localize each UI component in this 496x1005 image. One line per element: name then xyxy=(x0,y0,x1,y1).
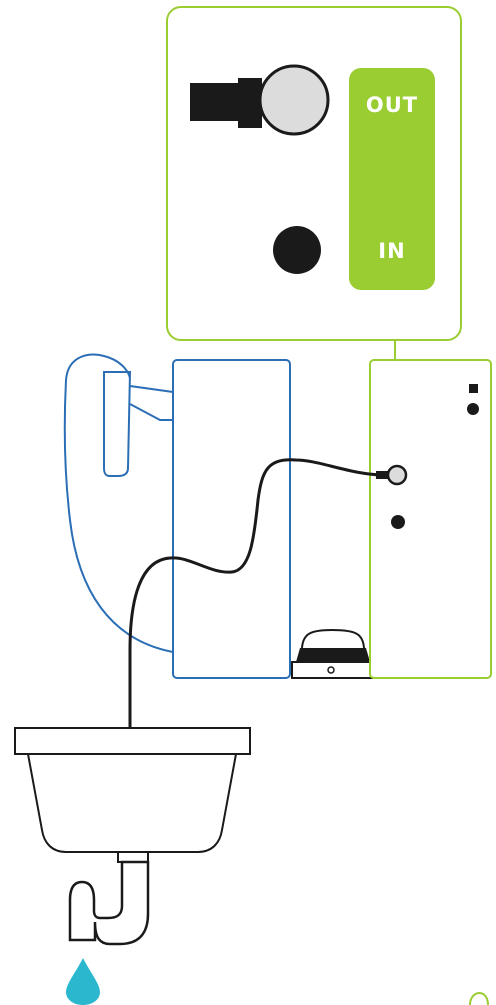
hose-connector-icon xyxy=(190,64,330,136)
corner-mark-icon xyxy=(469,992,489,1005)
sink-icon xyxy=(14,727,251,946)
zoom-callout: OUT IN xyxy=(166,6,462,341)
faucet-icon xyxy=(63,353,174,653)
drain-hose xyxy=(128,458,387,728)
out-label: OUT xyxy=(366,93,418,117)
control-panel xyxy=(369,359,492,679)
port-panel xyxy=(349,68,435,290)
in-label: IN xyxy=(378,239,405,263)
appliance-unit xyxy=(172,359,291,679)
port-hole xyxy=(273,226,321,274)
in-port-connector xyxy=(376,464,408,486)
base-unit-icon xyxy=(291,628,373,679)
water-drop-icon xyxy=(66,958,100,1005)
